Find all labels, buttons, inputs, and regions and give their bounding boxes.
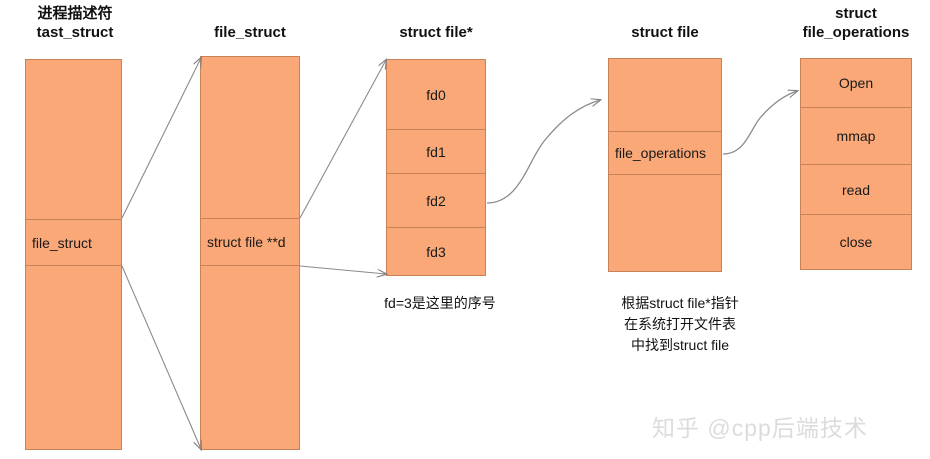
cell-file-struct-pointer: file_struct — [26, 219, 121, 266]
cell-fd1: fd1 — [387, 129, 485, 173]
box-file-operations: Open mmap read close — [800, 58, 912, 270]
note-fd-index: fd=3是这里的序号 — [330, 293, 550, 314]
cell-label: fd2 — [426, 192, 446, 209]
arrow-fd2-to-struct-file — [486, 100, 600, 204]
box-fd-table: fd0 fd1 fd2 fd3 — [386, 59, 486, 276]
cell-task-struct-top — [26, 60, 121, 219]
cell-label: Open — [838, 75, 874, 91]
cell-label: mmap — [836, 128, 876, 144]
column-title-struct-file: struct file — [600, 23, 730, 42]
title-line: file_operations — [802, 24, 910, 41]
box-file-struct: struct file **d — [200, 56, 300, 450]
note-lookup-struct-file: 根据struct file*指针 在系统打开文件表 中找到struct file — [565, 293, 795, 356]
box-task-struct: file_struct — [25, 59, 122, 450]
cell-op-close: close — [801, 214, 911, 269]
note-line: 中找到struct file — [630, 337, 729, 353]
column-title-struct-file-ptr: struct file* — [371, 23, 501, 42]
title-line: struct file — [631, 24, 699, 41]
arrow-task-to-filestruct-bottom — [121, 265, 201, 449]
title-line: 进程描述符 — [37, 5, 113, 22]
arrow-fdarray-to-fdtable-top — [299, 60, 386, 219]
column-title-file-struct: file_struct — [185, 23, 315, 42]
box-struct-file: file_operations — [608, 58, 722, 272]
cell-file-struct-top — [201, 57, 299, 218]
cell-fd0: fd0 — [387, 60, 485, 129]
arrow-fdarray-to-fdtable-bottom — [299, 265, 386, 274]
title-line: struct file* — [399, 24, 473, 41]
title-line: tast_struct — [36, 24, 114, 41]
cell-op-mmap: mmap — [801, 107, 911, 164]
arrow-task-to-filestruct-top — [121, 58, 201, 219]
cell-label: file_operations — [615, 145, 707, 161]
note-line: fd=3是这里的序号 — [384, 295, 496, 311]
cell-op-read: read — [801, 164, 911, 214]
cell-label: close — [839, 234, 873, 250]
cell-label: fd1 — [426, 143, 446, 160]
title-line: struct — [835, 5, 877, 22]
title-line: file_struct — [214, 24, 286, 41]
cell-fd3: fd3 — [387, 227, 485, 275]
cell-label: file_struct — [32, 234, 92, 251]
cell-struct-file-top — [609, 59, 721, 131]
arrow-fileops-to-file-operations — [722, 91, 797, 155]
cell-file-struct-bottom — [201, 266, 299, 449]
cell-label: fd3 — [426, 243, 446, 260]
note-line: 根据struct file*指针 — [621, 295, 739, 311]
note-line: 在系统打开文件表 — [624, 316, 736, 332]
cell-op-open: Open — [801, 59, 911, 107]
cell-fd-array-pointer: struct file **d — [201, 218, 299, 266]
cell-task-struct-bottom — [26, 266, 121, 449]
cell-label: read — [841, 181, 871, 198]
column-title-file-operations: struct file_operations — [790, 4, 922, 42]
cell-struct-file-bottom — [609, 175, 721, 271]
cell-label: struct file **d — [207, 234, 286, 250]
cell-label: fd0 — [426, 86, 446, 103]
watermark: 知乎 @cpp后端技术 — [652, 415, 868, 441]
cell-fd2: fd2 — [387, 173, 485, 227]
cell-file-operations-pointer: file_operations — [609, 131, 721, 175]
column-title-task-struct: 进程描述符 tast_struct — [10, 4, 140, 42]
